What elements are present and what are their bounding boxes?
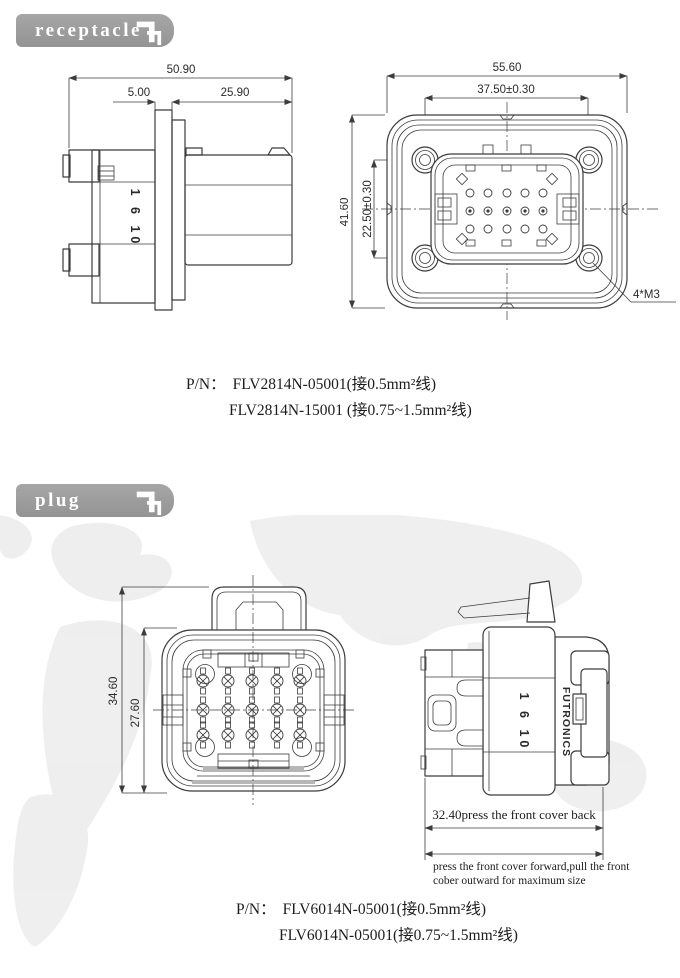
- dim-overall-width: 50.90: [167, 64, 196, 76]
- dim-flange-thickness: 5.00: [128, 87, 150, 99]
- thread-note-label: 4*M3: [633, 289, 660, 301]
- plug-banner-label: plug: [35, 489, 81, 511]
- pn-line2: FLV6014N-05001(接0.75~1.5mm²线): [279, 927, 518, 944]
- dim-front-height: 41.60: [340, 198, 351, 227]
- receptacle-pin-grid: [465, 188, 548, 234]
- corner-arrow-icon: [136, 21, 162, 46]
- plug-side-view-drawing: 1 6 10 FUTRONICS 32.40press the front co…: [420, 580, 630, 887]
- dim-front-width: 55.60: [493, 62, 522, 74]
- corner-arrow-icon: [136, 491, 162, 516]
- dim-front-cover-back: 32.40press the front cover back: [432, 807, 596, 822]
- plug-side-outline: 1 6 10 FUTRONICS: [420, 580, 610, 796]
- dim-hole-span-h: 37.50±0.30: [477, 84, 534, 96]
- pn-line2: FLV2814N-15001 (接0.75~1.5mm²线): [229, 402, 472, 419]
- receptacle-front-view-drawing: 55.60 37.50±0.30 41.60 22.50±0.30: [340, 62, 676, 320]
- plug-front-outline: [153, 575, 355, 805]
- receptacle-side-outline: 1 6 10: [62, 109, 293, 311]
- pn-label: P/N：: [236, 901, 276, 918]
- receptacle-side-dimensions: 50.90 5.00 25.90: [68, 64, 293, 153]
- receptacle-banner: receptacle: [16, 14, 174, 47]
- pn-label: P/N：: [186, 376, 226, 393]
- plug-side-dimensions: 32.40press the front cover back press th…: [424, 778, 630, 887]
- dim-plug-inner-height: 27.60: [130, 699, 142, 728]
- receptacle-banner-label: receptacle: [35, 19, 142, 41]
- plug-front-view-drawing: 34.60 27.60: [108, 575, 355, 805]
- pn-line1: FLV6014N-05001(接0.5mm²线): [282, 901, 487, 918]
- dim-plug-height: 34.60: [108, 677, 120, 706]
- plug-front-dimensions: 34.60 27.60: [108, 586, 209, 794]
- brand-marking: FUTRONICS: [560, 687, 572, 757]
- dim-rear-depth: 25.90: [221, 87, 250, 99]
- note-line1: press the front cover forward,pull the f…: [433, 861, 630, 873]
- plug-cavity-marking: 1 6 10: [517, 693, 531, 752]
- receptacle-cavity-marking: 1 6 10: [128, 189, 142, 248]
- plug-part-numbers: P/N： FLV6014N-05001(接0.5mm²线) FLV6014N-05…: [236, 897, 518, 949]
- note-line2: cober outward for maximum size: [433, 875, 586, 887]
- receptacle-part-numbers: P/N： FLV2814N-05001(接0.5mm²线) FLV2814N-15…: [186, 372, 472, 424]
- receptacle-front-outline: 4*M3: [362, 102, 676, 320]
- world-map-watermark: [0, 515, 647, 947]
- pn-line1: FLV2814N-05001(接0.5mm²线): [232, 376, 437, 393]
- receptacle-side-view-drawing: 50.90 5.00 25.90: [62, 64, 293, 311]
- plug-banner: plug: [16, 484, 174, 517]
